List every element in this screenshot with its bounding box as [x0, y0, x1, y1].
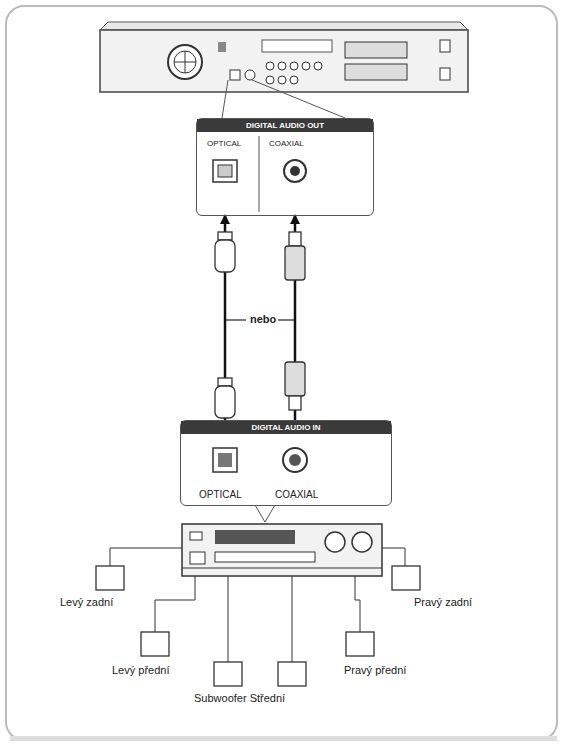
speaker-label: Levý přední	[110, 664, 171, 676]
speaker-wire	[110, 548, 405, 662]
speaker-label: Subwoofer Střední	[192, 692, 287, 704]
optical-plug	[215, 240, 235, 272]
optical-plug	[215, 386, 235, 418]
or-line	[276, 319, 294, 320]
speaker	[96, 566, 420, 686]
digital-audio-in-panel: DIGITAL AUDIO IN OPTICAL COAXIAL	[180, 420, 392, 506]
or-label: nebo	[248, 313, 278, 325]
callout-pointer	[255, 505, 275, 522]
coaxial-plug	[285, 362, 305, 396]
or-line	[226, 319, 246, 320]
optical-plug	[218, 232, 232, 240]
jack-label: OPTICAL	[199, 489, 242, 500]
frame-shadow	[10, 736, 557, 741]
speaker-label: Pravý zadní	[412, 596, 474, 608]
digital-audio-out-panel: DIGITAL AUDIO OUT OPTICAL COAXIAL	[196, 118, 374, 216]
speaker-label: Pravý přední	[342, 664, 408, 676]
receiver	[182, 524, 382, 576]
panel-heading: DIGITAL AUDIO OUT	[197, 119, 373, 132]
optical-jack	[213, 160, 237, 182]
jack-label: COAXIAL	[269, 139, 304, 148]
coaxial-jack	[290, 166, 300, 176]
coaxial-jack	[289, 454, 301, 466]
panel-heading: DIGITAL AUDIO IN	[181, 421, 391, 434]
optical-plug	[218, 378, 232, 386]
optical-jack	[218, 165, 232, 177]
jack-label: OPTICAL	[207, 139, 241, 148]
recorder	[100, 22, 468, 92]
callout-line	[252, 80, 345, 118]
divider	[259, 136, 260, 212]
optical-jack	[213, 448, 237, 472]
optical-jack	[218, 453, 232, 467]
coaxial-plug	[289, 232, 301, 246]
jack-label: COAXIAL	[275, 489, 318, 500]
frame	[6, 6, 557, 740]
coaxial-plug	[285, 246, 305, 280]
coaxial-jack	[283, 448, 307, 472]
coaxial-jack	[284, 160, 306, 182]
coaxial-plug	[289, 396, 301, 410]
callout-line	[222, 80, 228, 118]
speaker-label: Levý zadní	[58, 596, 115, 608]
